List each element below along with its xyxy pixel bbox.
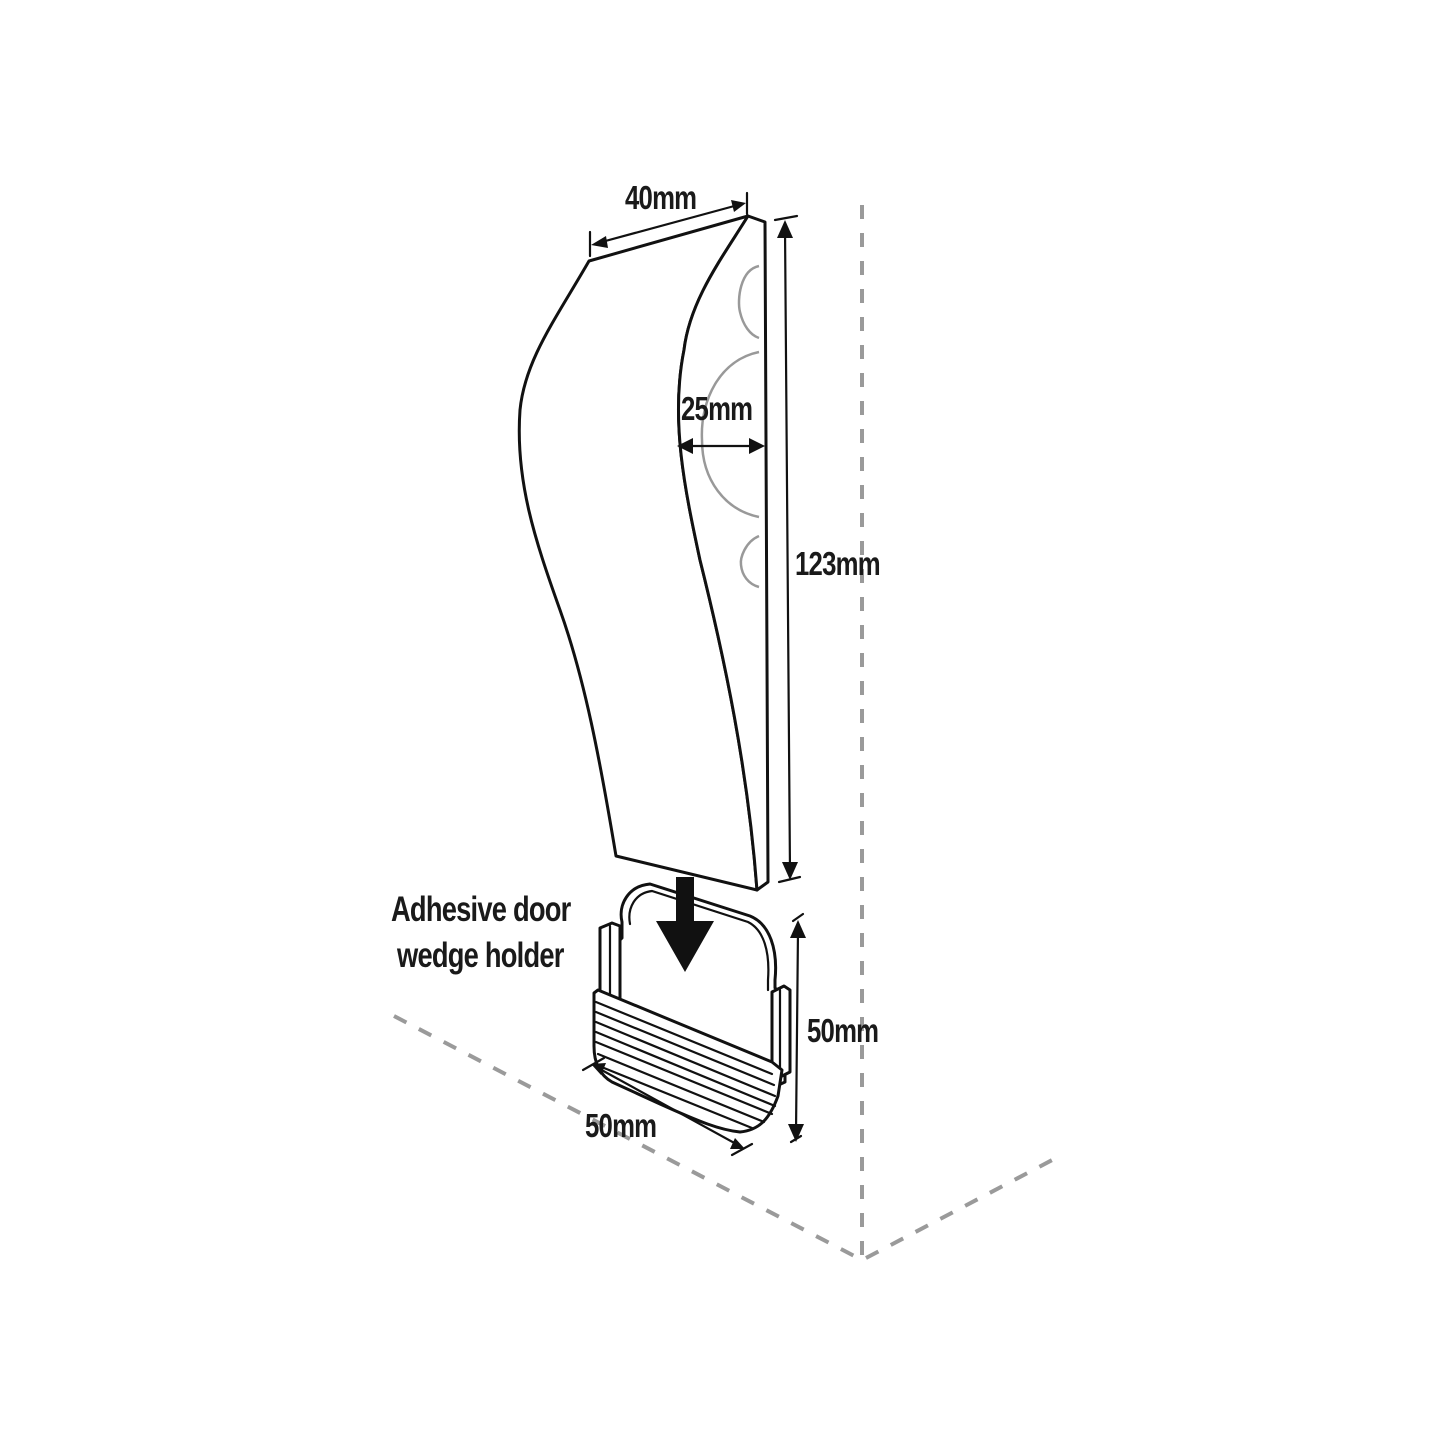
holder-grip-ribs xyxy=(594,1000,777,1130)
caption-line-2: wedge holder xyxy=(397,936,564,975)
wedge-side-face xyxy=(676,214,770,892)
holder-back-plate-rim xyxy=(628,889,770,992)
dimension-wedge-height xyxy=(773,214,802,884)
label-holder-width: 50mm xyxy=(585,1107,657,1144)
label-wedge-height: 123mm xyxy=(795,545,881,582)
door-wedge xyxy=(517,214,770,892)
floor-right-guide-line xyxy=(865,1156,1057,1260)
perspective-guide-lines xyxy=(393,205,1057,1262)
grip-ridge-top xyxy=(737,264,760,340)
label-wedge-width: 40mm xyxy=(625,179,697,216)
label-holder-height: 50mm xyxy=(807,1012,879,1049)
insert-direction-arrow xyxy=(656,877,714,972)
grip-ridge-middle xyxy=(700,350,760,519)
dimension-wedge-thickness xyxy=(677,438,765,454)
caption-line-1: Adhesive door xyxy=(391,890,571,929)
dimension-holder-width xyxy=(581,1056,754,1157)
label-wedge-thickness: 25mm xyxy=(681,390,753,427)
down-arrow-icon xyxy=(656,877,714,972)
dimension-holder-height xyxy=(788,912,806,1144)
grip-ridge-bottom xyxy=(739,534,760,589)
dimension-wedge-width xyxy=(588,191,749,258)
floor-left-guide-line xyxy=(393,1014,863,1262)
adhesive-holder xyxy=(592,882,792,1134)
